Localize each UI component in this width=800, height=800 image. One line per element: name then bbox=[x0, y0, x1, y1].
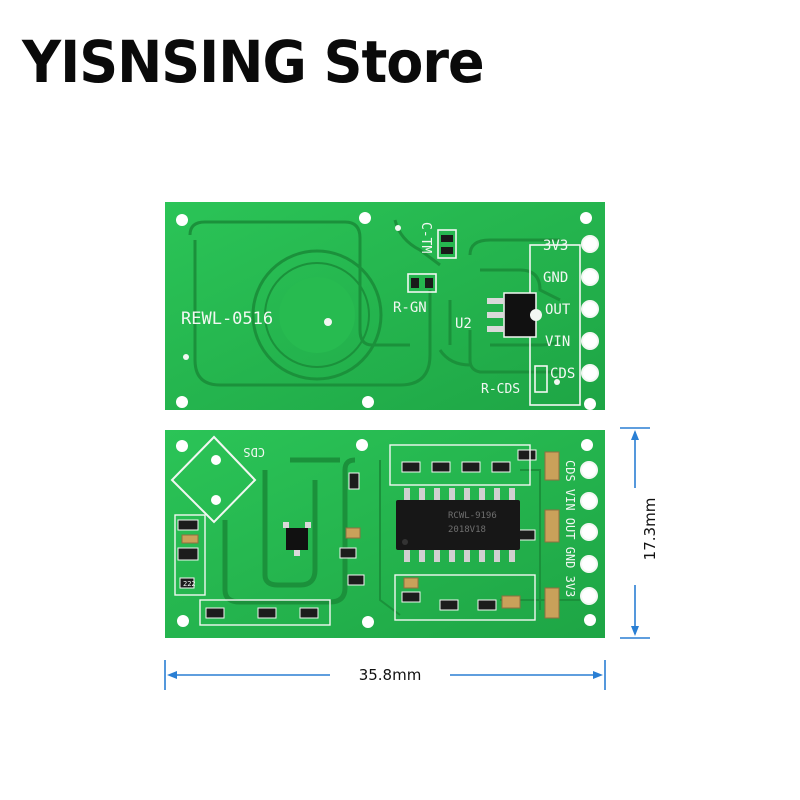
pin-label-vin: VIN bbox=[545, 334, 570, 350]
bottom-transistor bbox=[283, 522, 311, 556]
antenna-disc bbox=[279, 277, 355, 353]
via-dot bbox=[395, 225, 401, 231]
bottom-pin-labels: CDS VIN OUT GND 3V3 bbox=[563, 460, 577, 597]
u2-regulator bbox=[487, 292, 542, 338]
mount-hole bbox=[362, 616, 374, 628]
pin-label-out: OUT bbox=[545, 302, 571, 318]
mount-hole bbox=[176, 440, 188, 452]
u2-label: U2 bbox=[455, 316, 472, 332]
width-dimension bbox=[164, 660, 606, 690]
mount-hole bbox=[356, 439, 368, 451]
r-gn-label: R-GN bbox=[393, 300, 427, 316]
pads bbox=[411, 235, 453, 288]
mount-hole bbox=[580, 212, 592, 224]
ic-marking-1: RCWL-9196 bbox=[448, 511, 497, 521]
store-title: YISNSING Store bbox=[22, 28, 485, 97]
r-cds-label: R-CDS bbox=[481, 382, 520, 397]
mount-hole bbox=[584, 398, 596, 410]
resistor-code: 222 bbox=[183, 580, 196, 588]
ic-marking-2: 2018V18 bbox=[448, 525, 486, 535]
height-dimension bbox=[620, 427, 650, 639]
bottom-board: 222 RCWL-9196 2018V18 bbox=[165, 430, 605, 638]
top-pin-header bbox=[581, 235, 599, 382]
mount-hole bbox=[176, 396, 188, 408]
mount-hole bbox=[584, 614, 596, 626]
pin-label-3v3: 3V3 bbox=[543, 238, 568, 254]
smd-components: 222 bbox=[174, 444, 560, 626]
mount-hole bbox=[359, 212, 371, 224]
height-label: 17.3mm bbox=[641, 497, 659, 561]
pin-label-cds: CDS bbox=[550, 366, 575, 382]
width-label: 35.8mm bbox=[358, 666, 422, 684]
mount-hole bbox=[176, 214, 188, 226]
c-tm-label: C-TM bbox=[418, 222, 433, 253]
via-dot bbox=[554, 379, 560, 385]
cds-label: CDS bbox=[243, 445, 265, 459]
antenna-traces bbox=[188, 219, 562, 387]
via-dot bbox=[324, 318, 332, 326]
mount-hole bbox=[177, 615, 189, 627]
mount-hole bbox=[362, 396, 374, 408]
mount-hole bbox=[581, 439, 593, 451]
model-label: REWL-0516 bbox=[181, 309, 273, 329]
via-dot bbox=[183, 354, 189, 360]
top-board: REWL-0516 3V3 GND OUT VIN CDS U2 R-GN R-… bbox=[165, 202, 605, 410]
bottom-pin-header bbox=[580, 461, 598, 605]
main-ic: RCWL-9196 2018V18 bbox=[396, 488, 520, 562]
top-board-pcb bbox=[165, 202, 605, 410]
cds-footprint bbox=[170, 435, 257, 524]
pin-label-gnd: GND bbox=[543, 270, 568, 286]
bottom-traces bbox=[222, 457, 356, 605]
